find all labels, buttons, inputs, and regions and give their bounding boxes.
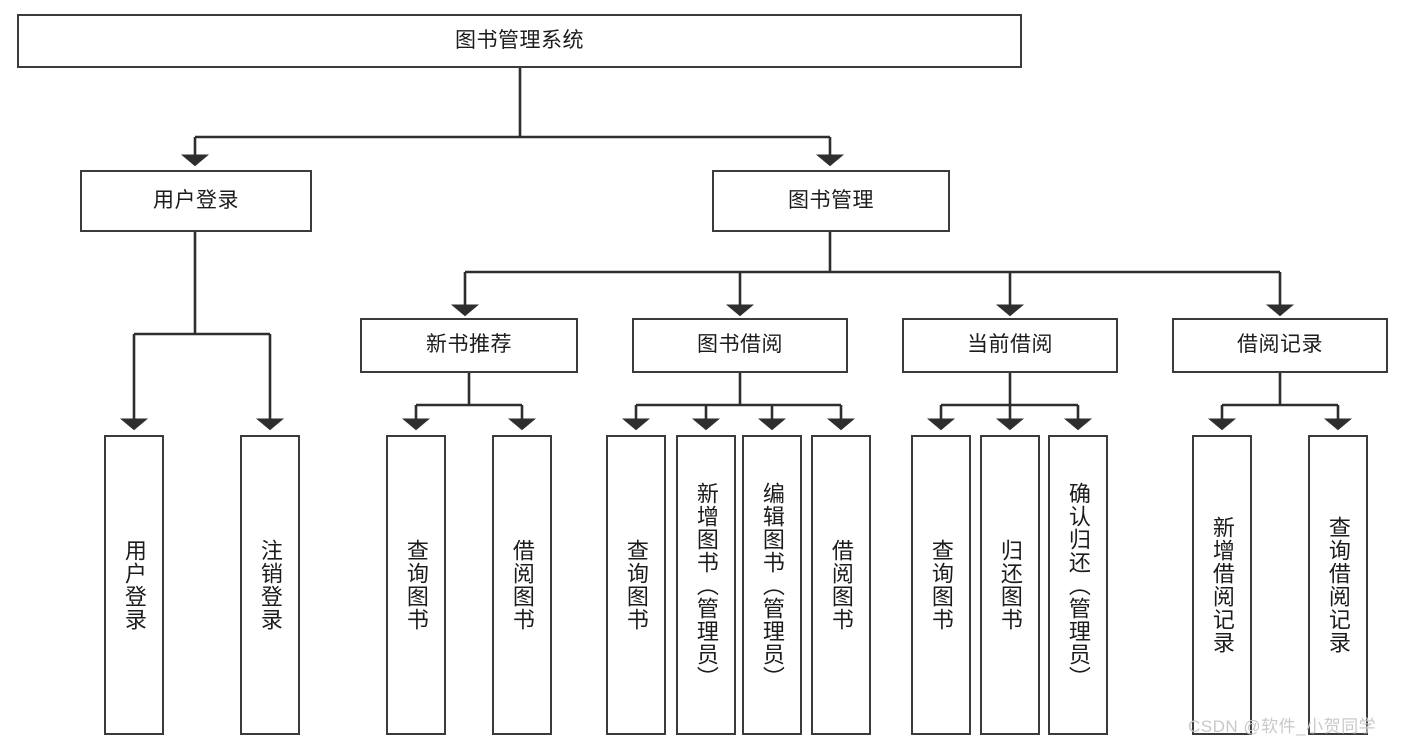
node-label: 新书推荐 xyxy=(426,333,512,357)
node-label: 查询图书 xyxy=(403,539,429,631)
node-label: 查询图书 xyxy=(623,539,649,631)
node-label: 用户登录 xyxy=(121,539,147,631)
node-current-borrowing[interactable]: 当前借阅 xyxy=(902,318,1118,373)
node-label: 归还图书 xyxy=(997,539,1023,631)
leaf-current-confirm-return-admin[interactable]: 确认归还（管理员） xyxy=(1048,435,1108,735)
node-label: 图书借阅 xyxy=(697,333,783,357)
node-label: 图书管理 xyxy=(788,188,874,212)
leaf-user-login-logout[interactable]: 注销登录 xyxy=(240,435,300,735)
node-user-login[interactable]: 用户登录 xyxy=(80,170,312,232)
node-new-book-recommendation[interactable]: 新书推荐 xyxy=(360,318,578,373)
node-label: 新增借阅记录 xyxy=(1209,516,1235,654)
node-book-borrowing[interactable]: 图书借阅 xyxy=(632,318,848,373)
leaf-user-login-login[interactable]: 用户登录 xyxy=(104,435,164,735)
node-label: 借阅记录 xyxy=(1237,333,1323,357)
node-label: 借阅图书 xyxy=(509,539,535,631)
leaf-current-query-books[interactable]: 查询图书 xyxy=(911,435,971,735)
node-book-management[interactable]: 图书管理 xyxy=(712,170,950,232)
leaf-borrow-add-book-admin[interactable]: 新增图书（管理员） xyxy=(676,435,736,735)
node-label: 编辑图书（管理员） xyxy=(759,481,785,689)
node-label: 注销登录 xyxy=(257,539,283,631)
leaf-record-add-borrow-record[interactable]: 新增借阅记录 xyxy=(1192,435,1252,735)
leaf-borrow-borrow-books[interactable]: 借阅图书 xyxy=(811,435,871,735)
node-label: 当前借阅 xyxy=(967,333,1053,357)
node-label: 新增图书（管理员） xyxy=(693,481,719,689)
leaf-borrow-edit-book-admin[interactable]: 编辑图书（管理员） xyxy=(742,435,802,735)
node-label: 查询图书 xyxy=(928,539,954,631)
node-label: 查询借阅记录 xyxy=(1325,516,1351,654)
node-label: 借阅图书 xyxy=(828,539,854,631)
leaf-new-book-query-books[interactable]: 查询图书 xyxy=(386,435,446,735)
node-label: 用户登录 xyxy=(153,188,239,212)
node-label: 图书管理系统 xyxy=(455,28,584,52)
csdn-watermark: CSDN @软件_小贺同学 xyxy=(1188,717,1377,736)
node-label: 确认归还（管理员） xyxy=(1065,481,1091,689)
node-root-book-management-system[interactable]: 图书管理系统 xyxy=(17,14,1022,68)
leaf-current-return-books[interactable]: 归还图书 xyxy=(980,435,1040,735)
leaf-borrow-query-books[interactable]: 查询图书 xyxy=(606,435,666,735)
node-borrowing-records[interactable]: 借阅记录 xyxy=(1172,318,1388,373)
leaf-new-book-borrow-books[interactable]: 借阅图书 xyxy=(492,435,552,735)
leaf-record-query-borrow-record[interactable]: 查询借阅记录 xyxy=(1308,435,1368,735)
